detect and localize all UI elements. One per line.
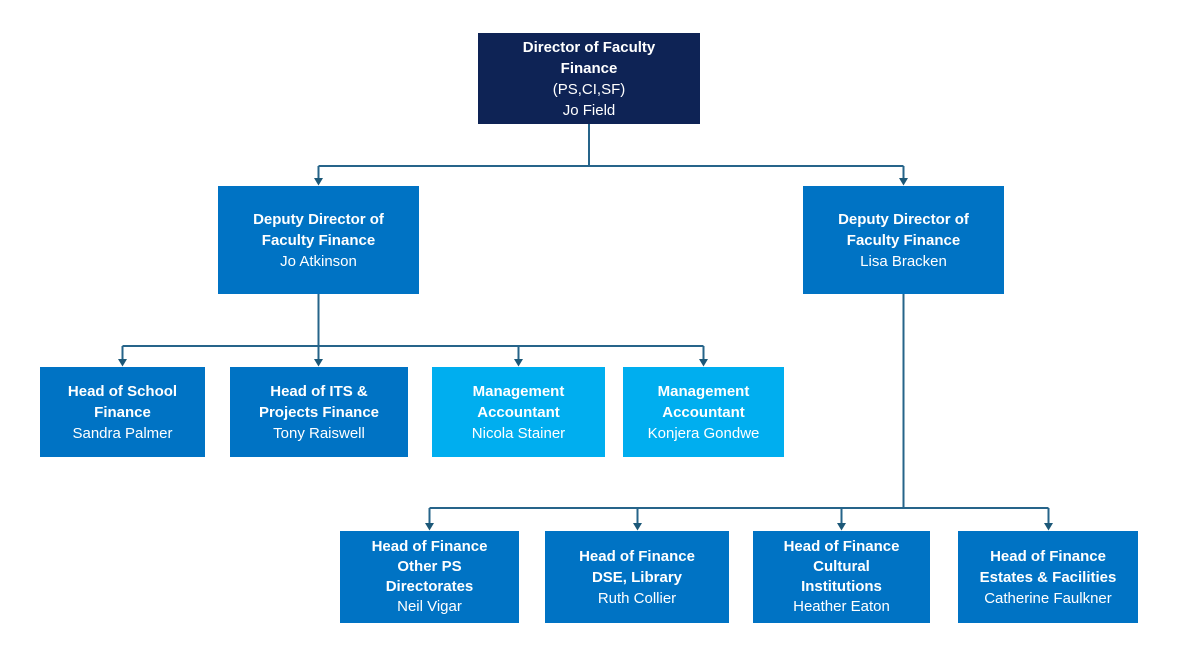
node-person: Ruth Collier: [597, 589, 677, 607]
node-person: Sandra Palmer: [72, 424, 173, 442]
arrowhead-head-finance-other-ps: [425, 523, 434, 531]
connector-deputy-left-to-row3: [121, 294, 705, 359]
node-person: Konjera Gondwe: [647, 424, 760, 442]
node-title: Head of Finance DSE, Library: [579, 547, 695, 586]
arrowhead-head-finance-estates: [1044, 523, 1053, 531]
org-node-deputy-left: Deputy Director of Faculty Finance Jo At…: [218, 186, 419, 294]
org-node-head-its-projects-finance: Head of ITS & Projects Finance Tony Rais…: [230, 367, 408, 457]
node-person: Heather Eaton: [793, 598, 890, 615]
node-person: Catherine Faulkner: [984, 589, 1112, 607]
arrowhead-head-finance-dse: [633, 523, 642, 531]
node-person: Neil Vigar: [397, 598, 462, 615]
org-node-head-finance-cultural: Head of Finance Cultural Institutions He…: [753, 531, 930, 623]
arrowhead-management-accountant-1: [514, 359, 523, 367]
org-node-head-finance-estates: Head of Finance Estates & Facilities Cat…: [958, 531, 1138, 623]
arrowhead-management-accountant-2: [699, 359, 708, 367]
node-title: Head of School Finance: [67, 382, 178, 421]
node-title: Head of ITS & Projects Finance: [258, 382, 380, 421]
node-title: Head of Finance Cultural Institutions: [783, 538, 900, 595]
org-node-director: Director of Faculty Finance (PS,CI,SF) J…: [478, 33, 700, 124]
node-person: Lisa Bracken: [860, 252, 947, 270]
node-title: Deputy Director of Faculty Finance: [838, 210, 969, 249]
arrowhead-deputy-right: [899, 178, 908, 186]
node-title: Management Accountant: [657, 382, 750, 421]
node-title: Director of Faculty Finance: [522, 38, 656, 77]
node-title: Head of Finance Estates & Facilities: [979, 547, 1117, 586]
node-title: Management Accountant: [472, 382, 565, 421]
org-node-head-school-finance: Head of School Finance Sandra Palmer: [40, 367, 205, 457]
node-title: Head of Finance Other PS Directorates: [371, 538, 488, 595]
org-node-management-accountant-1: Management Accountant Nicola Stainer: [432, 367, 605, 457]
arrowhead-head-school-finance: [118, 359, 127, 367]
node-title: Deputy Director of Faculty Finance: [253, 210, 384, 249]
connector-director-to-deputies: [317, 124, 905, 178]
node-subtitle: (PS,CI,SF): [552, 80, 626, 98]
arrowhead-deputy-left: [314, 178, 323, 186]
org-node-deputy-right: Deputy Director of Faculty Finance Lisa …: [803, 186, 1004, 294]
org-node-head-finance-dse-library: Head of Finance DSE, Library Ruth Collie…: [545, 531, 729, 623]
arrowhead-head-finance-cultural: [837, 523, 846, 531]
org-node-head-finance-other-ps: Head of Finance Other PS Directorates Ne…: [340, 531, 519, 623]
org-node-management-accountant-2: Management Accountant Konjera Gondwe: [623, 367, 784, 457]
node-person: Jo Field: [562, 101, 616, 119]
arrowhead-head-its-projects: [314, 359, 323, 367]
node-person: Tony Raiswell: [273, 424, 365, 442]
node-person: Jo Atkinson: [280, 252, 357, 270]
node-person: Nicola Stainer: [471, 424, 566, 442]
